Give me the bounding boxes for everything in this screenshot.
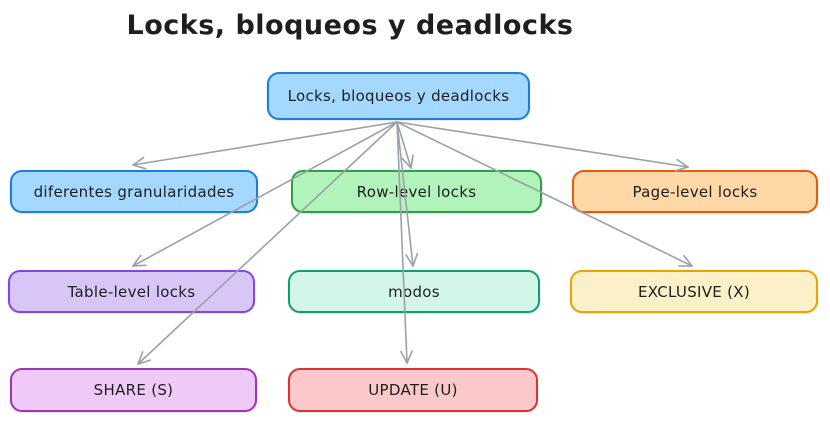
node-table-level-locks-label: Table-level locks [67, 282, 196, 301]
node-page-level-locks-label: Page-level locks [632, 182, 758, 201]
node-update[interactable]: UPDATE (U) [288, 368, 538, 412]
arrow-root-to-granularities[interactable] [132, 121, 398, 170]
node-share[interactable]: SHARE (S) [10, 368, 257, 412]
node-table-level-locks[interactable]: Table-level locks [8, 270, 255, 313]
arrow-root-to-share[interactable] [137, 121, 398, 365]
node-share-label: SHARE (S) [93, 381, 174, 399]
arrow-root-to-page-level[interactable] [396, 121, 689, 172]
node-row-level-locks-label: Row-level locks [356, 182, 477, 201]
diagram-title: Locks, bloqueos y deadlocks [126, 10, 574, 41]
node-granularities[interactable]: diferentes granularidades [10, 170, 258, 213]
node-update-label: UPDATE (U) [368, 381, 458, 399]
node-page-level-locks[interactable]: Page-level locks [572, 170, 818, 213]
node-granularities-label: diferentes granularidades [33, 182, 235, 201]
node-modos[interactable]: modos [288, 270, 540, 313]
node-exclusive[interactable]: EXCLUSIVE (X) [570, 270, 818, 313]
arrow-root-to-row-level[interactable] [396, 121, 414, 169]
node-modos-label: modos [388, 282, 440, 301]
node-root-label: Locks, bloqueos y deadlocks [287, 87, 510, 105]
node-exclusive-label: EXCLUSIVE (X) [637, 282, 751, 301]
node-row-level-locks[interactable]: Row-level locks [291, 170, 542, 213]
node-root[interactable]: Locks, bloqueos y deadlocks [267, 72, 530, 120]
arrow-root-to-update[interactable] [396, 121, 413, 364]
